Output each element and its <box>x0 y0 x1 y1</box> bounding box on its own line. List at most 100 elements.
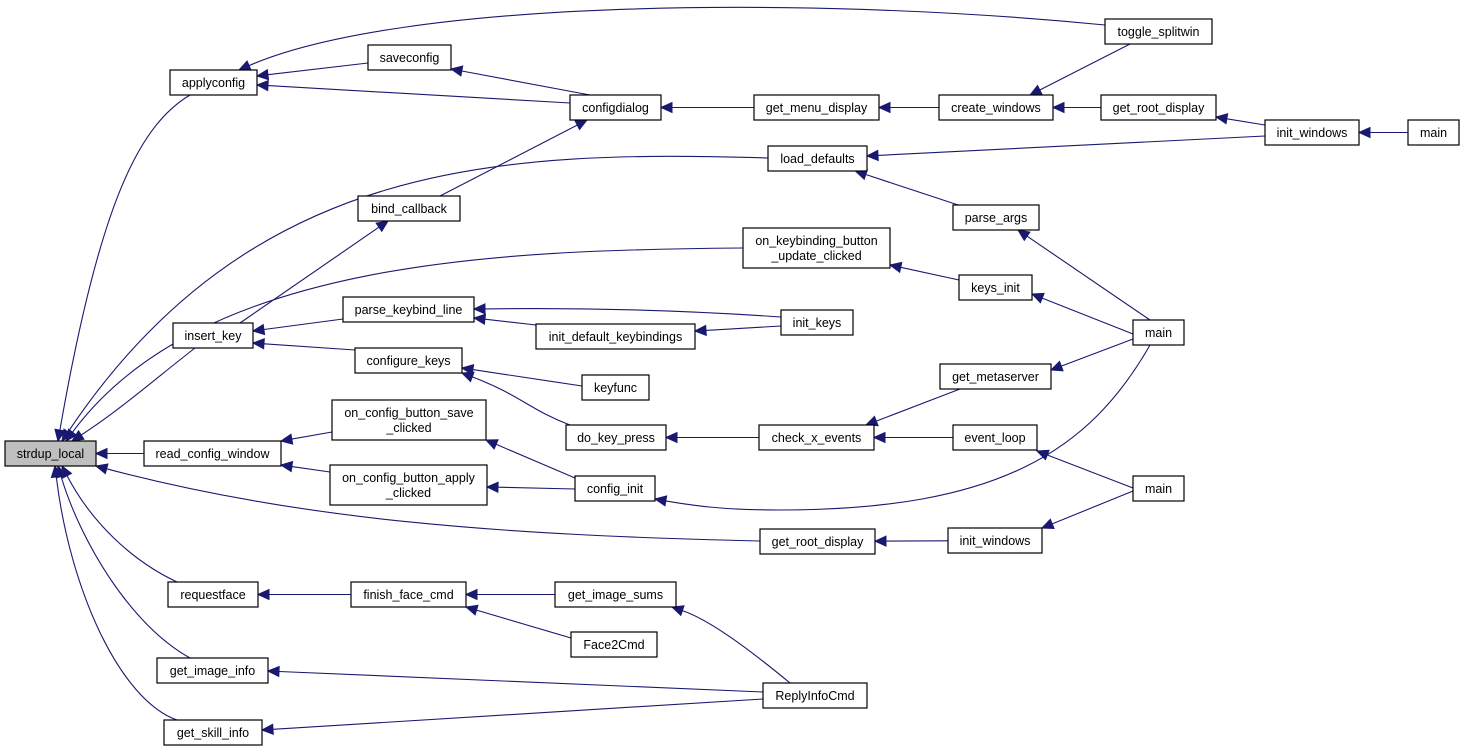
node-get-menu-display[interactable]: get_menu_display <box>753 94 880 121</box>
edge-get_metaserver-to-check_x_events <box>864 388 961 427</box>
node-label: Face2Cmd <box>583 638 644 652</box>
node-toggle-splitwin[interactable]: toggle_splitwin <box>1104 18 1213 45</box>
node-label: keyfunc <box>594 381 637 395</box>
node-box[interactable] <box>952 204 1040 231</box>
node-get-skill-info[interactable]: get_skill_info <box>163 719 263 746</box>
node-label: parse_keybind_line <box>355 303 463 317</box>
node-box[interactable] <box>1407 119 1460 146</box>
node-box[interactable] <box>939 363 1052 390</box>
node-box[interactable] <box>554 581 677 608</box>
arrowhead-icon <box>1051 101 1065 114</box>
node-init-windows-1[interactable]: init_windows <box>1264 119 1360 146</box>
edge-line <box>1051 490 1134 525</box>
node-box[interactable] <box>167 581 259 608</box>
node-do-key-press[interactable]: do_key_press <box>565 424 667 451</box>
node-box[interactable] <box>565 424 667 451</box>
node-keyfunc[interactable]: keyfunc <box>581 374 650 401</box>
node-applyconfig[interactable]: applyconfig <box>169 69 258 96</box>
node-box[interactable] <box>581 374 650 401</box>
edge-config_init-to-on_config_button_apply_clicked <box>485 481 576 494</box>
node-box[interactable] <box>958 274 1033 301</box>
node-box[interactable] <box>535 323 696 350</box>
node-create-windows[interactable]: create_windows <box>938 94 1054 121</box>
node-box[interactable] <box>367 44 452 71</box>
node-box[interactable] <box>156 657 269 684</box>
node-configure-keys[interactable]: configure_keys <box>354 347 463 374</box>
node-box[interactable] <box>143 440 282 467</box>
node-box[interactable] <box>780 309 854 336</box>
node-box[interactable] <box>938 94 1054 121</box>
arrowhead-icon <box>1049 360 1064 372</box>
node-box[interactable] <box>1132 319 1185 346</box>
node-box[interactable] <box>357 195 461 222</box>
node-check-x-events[interactable]: check_x_events <box>758 424 875 451</box>
node-insert-key[interactable]: insert_key <box>172 322 254 349</box>
node-box[interactable] <box>169 69 258 96</box>
node-init-keys[interactable]: init_keys <box>780 309 854 336</box>
edge-main_1-to-init_windows_1 <box>1357 126 1408 139</box>
node-init-windows-2[interactable]: init_windows <box>947 527 1043 554</box>
node-parse-args[interactable]: parse_args <box>952 204 1040 231</box>
node-get-root-display-2[interactable]: get_root_display <box>759 528 876 555</box>
node-get-root-display-1[interactable]: get_root_display <box>1100 94 1217 121</box>
edge-configure_keys-to-insert_key <box>251 338 356 351</box>
node-saveconfig[interactable]: saveconfig <box>367 44 452 71</box>
node-box[interactable] <box>742 227 891 269</box>
node-read-config-window[interactable]: read_config_window <box>143 440 282 467</box>
node-Face2Cmd[interactable]: Face2Cmd <box>570 631 658 658</box>
node-box[interactable] <box>759 528 876 555</box>
node-box[interactable] <box>350 581 467 608</box>
node-box[interactable] <box>947 527 1043 554</box>
node-requestface[interactable]: requestface <box>167 581 259 608</box>
node-box[interactable] <box>163 719 263 746</box>
edge-line <box>705 325 782 331</box>
node-get-metaserver[interactable]: get_metaserver <box>939 363 1052 390</box>
arrowhead-icon <box>472 303 486 315</box>
node-init-default-keybindings[interactable]: init_default_keybindings <box>535 323 696 350</box>
node-box[interactable] <box>1132 475 1185 502</box>
node-on-keybinding-button-update-clicked[interactable]: on_keybinding_button_update_clicked <box>742 227 891 269</box>
node-box[interactable] <box>569 94 662 121</box>
node-config-init[interactable]: config_init <box>574 475 656 502</box>
node-box[interactable] <box>1100 94 1217 121</box>
node-bind-callback[interactable]: bind_callback <box>357 195 461 222</box>
node-box[interactable] <box>952 424 1038 451</box>
node-label: init_windows <box>960 534 1031 548</box>
node-label: config_init <box>587 482 644 496</box>
node-box[interactable] <box>1264 119 1360 146</box>
node-load-defaults[interactable]: load_defaults <box>767 145 868 172</box>
node-box[interactable] <box>753 94 880 121</box>
node-keys-init[interactable]: keys_init <box>958 274 1033 301</box>
node-parse-keybind-line[interactable]: parse_keybind_line <box>342 296 475 323</box>
node-box[interactable] <box>570 631 658 658</box>
arrowhead-icon <box>574 119 589 131</box>
node-box[interactable] <box>758 424 875 451</box>
node-on-config-button-save-clicked[interactable]: on_config_button_save_clicked <box>331 399 487 441</box>
node-box[interactable] <box>762 682 868 709</box>
node-box[interactable] <box>329 464 488 506</box>
node-main-1[interactable]: main <box>1407 119 1460 146</box>
root-node[interactable]: strdup_local <box>4 440 97 467</box>
node-box[interactable] <box>342 296 475 323</box>
node-main-2[interactable]: main <box>1132 319 1185 346</box>
edge-line <box>263 343 356 351</box>
node-box[interactable] <box>1104 18 1213 45</box>
node-on-config-button-apply-clicked[interactable]: on_config_button_apply_clicked <box>329 464 488 506</box>
node-event-loop[interactable]: event_loop <box>952 424 1038 451</box>
node-label: on_keybinding_button <box>755 234 877 248</box>
arrowhead-icon <box>877 101 891 114</box>
node-box[interactable] <box>354 347 463 374</box>
node-get-image-sums[interactable]: get_image_sums <box>554 581 677 608</box>
edge-main_2-to-config_init <box>653 344 1151 511</box>
node-main-3[interactable]: main <box>1132 475 1185 502</box>
node-finish-face-cmd[interactable]: finish_face_cmd <box>350 581 467 608</box>
node-box[interactable] <box>172 322 254 349</box>
node-box[interactable] <box>331 399 487 441</box>
node-ReplyInfoCmd[interactable]: ReplyInfoCmd <box>762 682 868 709</box>
node-box[interactable] <box>4 440 97 467</box>
node-configdialog[interactable]: configdialog <box>569 94 662 121</box>
edge-line <box>278 670 764 693</box>
node-box[interactable] <box>767 145 868 172</box>
node-get-image-info[interactable]: get_image_info <box>156 657 269 684</box>
node-box[interactable] <box>574 475 656 502</box>
